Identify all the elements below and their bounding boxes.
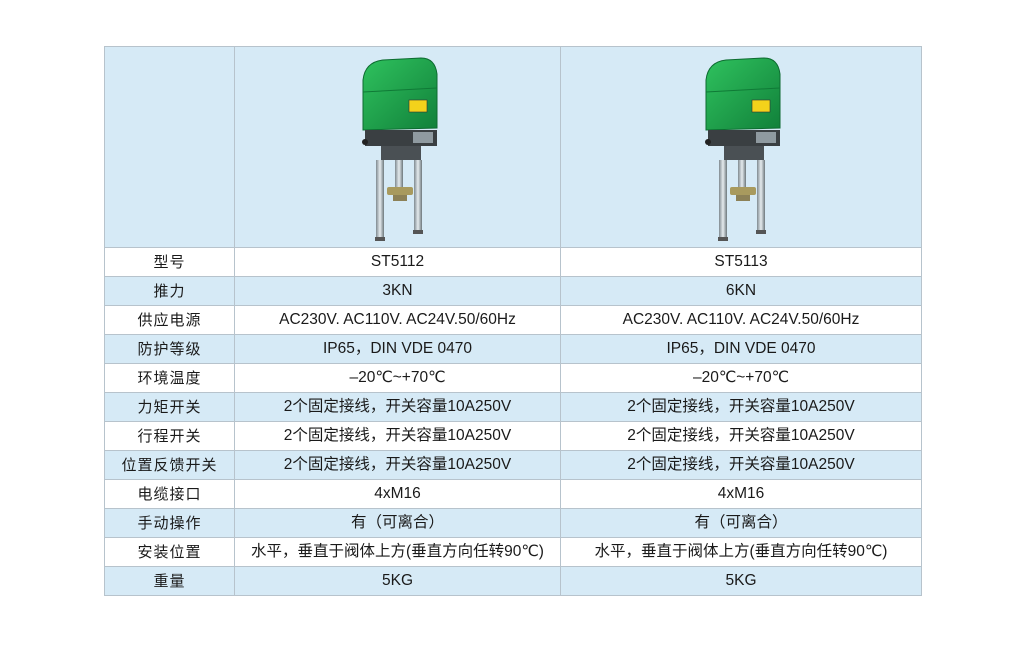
- spec-row-position-feedback-switch: 位置反馈开关 2个固定接线，开关容量10A250V 2个固定接线，开关容量10A…: [104, 450, 922, 480]
- spec-value: IP65，DIN VDE 0470: [560, 334, 922, 364]
- product-image-cell-1: [234, 46, 561, 248]
- electric-actuator-photo-icon: [361, 57, 437, 241]
- spec-value: ST5112: [234, 247, 561, 277]
- spec-label: 电缆接口: [104, 479, 235, 509]
- spec-row-mounting-position: 安装位置 水平，垂直于阀体上方(垂直方向任转90℃) 水平，垂直于阀体上方(垂直…: [104, 537, 922, 567]
- spec-row-model: 型号 ST5112 ST5113: [104, 247, 922, 277]
- electric-actuator-photo-icon: [705, 57, 781, 241]
- spec-value: 2个固定接线，开关容量10A250V: [234, 450, 561, 480]
- spec-value: 6KN: [560, 276, 922, 306]
- spec-value: 2个固定接线，开关容量10A250V: [560, 450, 922, 480]
- spec-row-manual-operation: 手动操作 有（可离合） 有（可离合）: [104, 508, 922, 538]
- spec-value: 2个固定接线，开关容量10A250V: [560, 392, 922, 422]
- spec-value: 5KG: [234, 566, 561, 596]
- spec-label: 位置反馈开关: [104, 450, 235, 480]
- spec-value: 4xM16: [560, 479, 922, 509]
- spec-value: 4xM16: [234, 479, 561, 509]
- spec-row-thrust: 推力 3KN 6KN: [104, 276, 922, 306]
- spec-value: 有（可离合）: [560, 508, 922, 538]
- spec-label: 手动操作: [104, 508, 235, 538]
- spec-value: 5KG: [560, 566, 922, 596]
- spec-row-torque-switch: 力矩开关 2个固定接线，开关容量10A250V 2个固定接线，开关容量10A25…: [104, 392, 922, 422]
- spec-label: 环境温度: [104, 363, 235, 393]
- spec-label: 力矩开关: [104, 392, 235, 422]
- spec-value: 水平，垂直于阀体上方(垂直方向任转90℃): [234, 537, 561, 567]
- spec-row-power-supply: 供应电源 AC230V. AC110V. AC24V.50/60Hz AC230…: [104, 305, 922, 335]
- spec-label: 重量: [104, 566, 235, 596]
- spec-table: 型号 ST5112 ST5113 推力 3KN 6KN 供应电源 AC230V.…: [104, 46, 922, 596]
- spec-value: –20℃~+70℃: [234, 363, 561, 393]
- spec-label: 安装位置: [104, 537, 235, 567]
- spec-label: 型号: [104, 247, 235, 277]
- image-label-cell: [104, 46, 235, 248]
- spec-value: 2个固定接线，开关容量10A250V: [234, 421, 561, 451]
- product-image-row: [104, 46, 922, 248]
- spec-value: 水平，垂直于阀体上方(垂直方向任转90℃): [560, 537, 922, 567]
- spec-value: IP65，DIN VDE 0470: [234, 334, 561, 364]
- spec-label: 行程开关: [104, 421, 235, 451]
- spec-row-protection-class: 防护等级 IP65，DIN VDE 0470 IP65，DIN VDE 0470: [104, 334, 922, 364]
- spec-value: 2个固定接线，开关容量10A250V: [560, 421, 922, 451]
- spec-label: 推力: [104, 276, 235, 306]
- spec-value: ST5113: [560, 247, 922, 277]
- spec-value: 3KN: [234, 276, 561, 306]
- spec-value: AC230V. AC110V. AC24V.50/60Hz: [560, 305, 922, 335]
- spec-row-travel-switch: 行程开关 2个固定接线，开关容量10A250V 2个固定接线，开关容量10A25…: [104, 421, 922, 451]
- spec-row-weight: 重量 5KG 5KG: [104, 566, 922, 596]
- product-image-cell-2: [560, 46, 922, 248]
- spec-row-ambient-temperature: 环境温度 –20℃~+70℃ –20℃~+70℃: [104, 363, 922, 393]
- spec-value: AC230V. AC110V. AC24V.50/60Hz: [234, 305, 561, 335]
- spec-label: 供应电源: [104, 305, 235, 335]
- spec-value: –20℃~+70℃: [560, 363, 922, 393]
- spec-label: 防护等级: [104, 334, 235, 364]
- spec-value: 有（可离合）: [234, 508, 561, 538]
- spec-value: 2个固定接线，开关容量10A250V: [234, 392, 561, 422]
- spec-row-cable-interface: 电缆接口 4xM16 4xM16: [104, 479, 922, 509]
